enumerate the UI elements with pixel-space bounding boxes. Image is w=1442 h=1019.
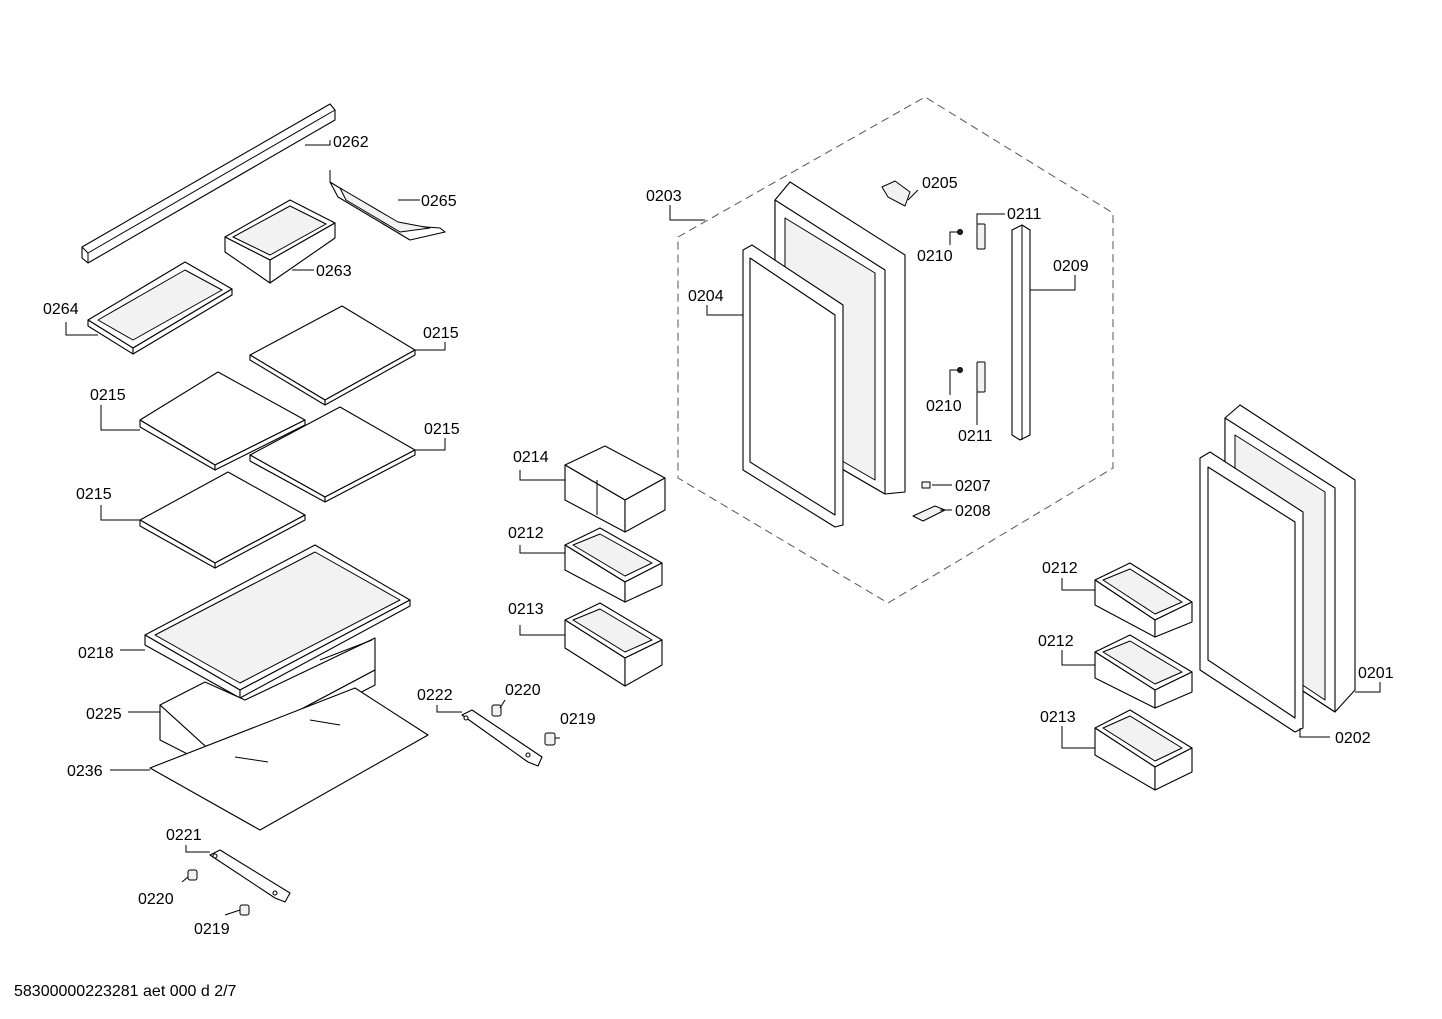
label-0203: 0203	[646, 188, 682, 205]
label-0215-d: 0215	[76, 486, 112, 503]
label-0201: 0201	[1358, 665, 1394, 682]
label-0212-a: 0212	[508, 525, 544, 542]
label-0211-b: 0211	[958, 428, 993, 445]
label-0218: 0218	[78, 645, 114, 662]
label-0210-a: 0210	[917, 248, 953, 265]
label-0211-a: 0211	[1007, 206, 1042, 223]
part-0212-bin-c	[1094, 634, 1193, 709]
part-0211-clip-a	[976, 223, 986, 250]
part-0214-covered-box	[564, 445, 666, 533]
part-0265-holder	[329, 170, 446, 241]
label-0225: 0225	[86, 706, 122, 723]
label-0220-b: 0220	[505, 682, 541, 699]
part-0210-pin-a	[957, 229, 963, 235]
part-0263-box	[224, 199, 336, 284]
part-0219-nut-a	[239, 904, 250, 916]
label-0236: 0236	[67, 763, 103, 780]
part-0207-piece	[921, 481, 931, 489]
part-0210-pin-b	[957, 367, 963, 373]
label-0215-b: 0215	[90, 387, 126, 404]
label-0213-b: 0213	[1040, 709, 1076, 726]
label-0210-b: 0210	[926, 398, 962, 415]
part-0213-bin-b	[1094, 709, 1193, 791]
label-0220-a: 0220	[138, 891, 174, 908]
part-0212-bin-b	[1094, 562, 1193, 638]
label-0263: 0263	[316, 263, 352, 280]
leader-lines	[65, 140, 1381, 916]
part-0205-small-piece	[881, 180, 911, 207]
part-0262-rail	[81, 103, 336, 264]
part-0211-clip-b	[976, 361, 986, 393]
label-0222: 0222	[417, 687, 453, 704]
part-0215-shelf-d	[139, 471, 306, 569]
label-0214: 0214	[513, 449, 549, 466]
label-0215-c: 0215	[424, 421, 460, 438]
label-0204: 0204	[688, 288, 724, 305]
part-0219-nut-b	[544, 732, 556, 746]
part-0202-gasket	[1199, 451, 1304, 733]
part-0220-nut-b	[491, 704, 502, 717]
part-0218-glass-shelf	[144, 544, 411, 699]
label-0219-b: 0219	[560, 711, 596, 728]
label-0212-b: 0212	[1042, 560, 1078, 577]
part-0222-bar	[461, 709, 543, 767]
label-0221: 0221	[166, 827, 202, 844]
label-0208: 0208	[955, 503, 991, 520]
part-0213-bin-a	[564, 602, 663, 687]
label-0209: 0209	[1053, 258, 1089, 275]
label-0205: 0205	[922, 175, 958, 192]
label-0213-a: 0213	[508, 601, 544, 618]
part-0236-cover-plate	[149, 687, 429, 831]
part-0215-shelf-a	[249, 305, 416, 406]
label-0202: 0202	[1335, 730, 1371, 747]
part-0221-bar	[209, 849, 291, 903]
part-0220-nut-a	[187, 869, 198, 881]
assembly-0203-outline	[677, 96, 1114, 604]
label-0265: 0265	[421, 193, 457, 210]
label-0207: 0207	[955, 478, 991, 495]
part-0215-shelf-c	[249, 406, 416, 503]
label-0215-a: 0215	[423, 325, 459, 342]
part-0209-hinge-bar	[1011, 224, 1031, 441]
label-0264: 0264	[43, 301, 79, 318]
part-0264-tray	[87, 261, 233, 355]
label-0219-a: 0219	[194, 921, 230, 938]
part-0204-gasket	[742, 244, 844, 528]
drawing-reference: 58300000223281 aet 000 d 2/7	[14, 983, 237, 1000]
part-0212-bin-a	[564, 527, 663, 603]
label-0262: 0262	[333, 134, 369, 151]
label-0212-c: 0212	[1038, 633, 1074, 650]
part-0208-piece	[912, 505, 946, 522]
part-0215-shelf-b	[139, 371, 306, 471]
